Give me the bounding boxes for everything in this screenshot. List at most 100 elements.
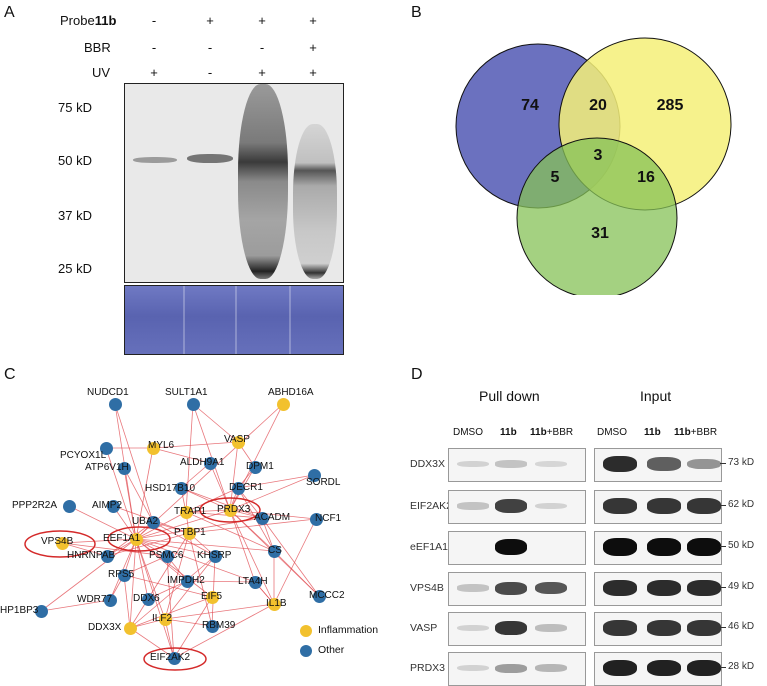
network-edge [129, 555, 216, 629]
blot-band [647, 457, 681, 471]
network-edge [135, 403, 284, 540]
network-node [248, 575, 262, 589]
network-node [179, 505, 193, 519]
blot-band [603, 538, 637, 556]
blot-band [535, 624, 567, 632]
pulldown-blot-strip [448, 612, 586, 646]
blot-band [535, 664, 567, 672]
blot-band [457, 584, 489, 592]
blot-band [535, 581, 567, 595]
network-node [34, 604, 48, 618]
network-node-label: AIMP2 [92, 500, 123, 511]
network-node-label: EEF1A1 [103, 533, 141, 544]
network-node-label: HP1BP3 [0, 605, 39, 616]
uv-sign: + [150, 65, 158, 80]
marker-tick [720, 463, 726, 464]
network-edge [273, 550, 320, 597]
network-edge [129, 627, 175, 659]
network-node-label: SULT1A1 [165, 387, 208, 398]
network-edge [185, 509, 231, 513]
blot-band [687, 498, 721, 514]
network-node [117, 461, 131, 475]
blot-protein-name: VASP [410, 622, 438, 634]
blot-band [687, 538, 721, 556]
network-node-label: PPP2R2A [12, 500, 58, 511]
venn-ab: 20 [589, 97, 607, 114]
network-node [231, 481, 245, 495]
venn-diagram: 74 20 285 3 5 16 31 [455, 37, 732, 295]
network-node [205, 590, 219, 604]
marker-tick [720, 667, 726, 668]
network-node [180, 574, 194, 588]
network-node [231, 435, 245, 449]
blot-band [495, 663, 527, 673]
network-node [174, 481, 188, 495]
network-node [62, 499, 76, 513]
network-node [129, 532, 143, 546]
network-node [141, 592, 155, 606]
lane-header-input: 11b+BBR [674, 427, 718, 438]
blot-kd-marker: 62 kD [728, 499, 755, 510]
network-edge [261, 517, 320, 597]
blot-band [457, 460, 489, 468]
network-edge [186, 580, 256, 583]
pulldown-blot-strip [448, 448, 586, 482]
blot-band [603, 579, 637, 597]
blot-band [687, 458, 721, 470]
network-edge [180, 487, 263, 519]
venn-abc: 3 [594, 147, 603, 164]
network-node-label: RPS5 [108, 569, 135, 580]
network-node-label: WDR77 [77, 594, 113, 605]
network-node [312, 589, 326, 603]
pulldown-blot-strip [448, 490, 586, 524]
network-edge [135, 509, 231, 540]
network-node [255, 511, 269, 525]
panel-d-letter: D [411, 366, 423, 383]
network-edge [123, 467, 154, 523]
network-edge [40, 538, 137, 612]
network-node-label: ALDH9A1 [180, 457, 225, 468]
network-node-label: DDX6 [133, 593, 160, 604]
network-node-label: RBM39 [202, 620, 236, 631]
blot-band [495, 581, 527, 595]
network-node-label: ILF2 [152, 613, 173, 624]
network-node [223, 503, 237, 517]
network-node [100, 549, 114, 563]
network-node-label: NUDCD1 [87, 387, 129, 398]
network-edge [188, 518, 317, 534]
blot-band [495, 621, 527, 635]
network-node [117, 568, 131, 582]
pulldown-blot-strip [448, 652, 586, 686]
blot-band [603, 620, 637, 636]
network-node-label: ABHD16A [268, 387, 314, 398]
marker-tick [720, 505, 726, 506]
network-node [267, 597, 281, 611]
marker-tick [720, 546, 726, 547]
network-node-label: EIF5 [201, 591, 223, 602]
network-node-label: LTA4H [238, 576, 268, 587]
highlight-oval [199, 497, 261, 523]
network-node [160, 549, 174, 563]
legend-inflammation-dot [300, 625, 312, 637]
blot-band [495, 539, 527, 555]
blot-kd-marker: 49 kD [728, 581, 755, 592]
network-node [205, 619, 219, 633]
network-edge [185, 403, 194, 513]
network-node-label: HSD17B10 [145, 483, 196, 494]
pulldown-blot-strip [448, 531, 586, 565]
venn-ac: 5 [551, 169, 560, 186]
network-edge [106, 532, 190, 557]
venn-a-only: 74 [521, 97, 539, 114]
marker-75: 75 kD [58, 100, 92, 115]
network-edge [185, 511, 275, 552]
network-node [182, 526, 196, 540]
network-edge [164, 618, 213, 627]
network-node-label: NCF1 [315, 513, 342, 524]
network-edge [135, 538, 166, 620]
network-edge [105, 447, 137, 540]
blot-band [603, 455, 637, 473]
probe-sign: + [309, 13, 317, 28]
network-node [208, 549, 222, 563]
network-edge [152, 521, 216, 557]
